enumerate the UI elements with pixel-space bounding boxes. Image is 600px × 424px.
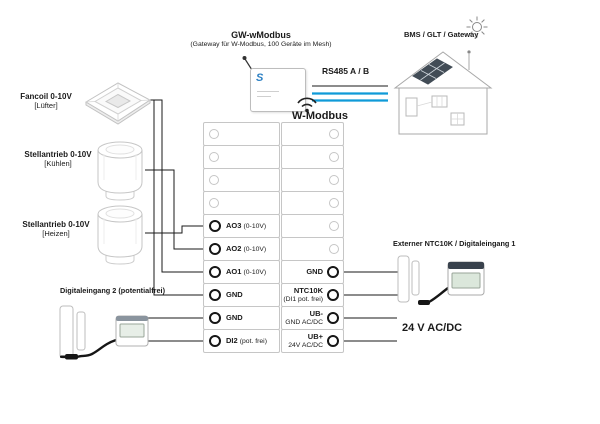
terminal-label: GND bbox=[306, 266, 323, 276]
terminal-screw-icon bbox=[327, 335, 339, 347]
terminal-label: DI2 (pot. frei) bbox=[226, 335, 267, 345]
terminal-row-empty-right-5 bbox=[281, 237, 344, 261]
power-supply-label: 24 V AC/DC bbox=[402, 322, 463, 334]
terminal-screw-icon bbox=[209, 198, 219, 208]
terminal-screw-icon bbox=[209, 152, 219, 162]
terminal-row-empty-right-4 bbox=[281, 214, 344, 238]
device-detail-line bbox=[257, 91, 279, 92]
terminal-screw-icon bbox=[209, 289, 221, 301]
external-sensor-label: Externer NTC10K / Digitaleingang 1 bbox=[393, 239, 516, 248]
terminal-screw-icon bbox=[209, 266, 221, 278]
device-detail-line bbox=[257, 96, 271, 97]
page-subtitle: (Gateway für W-Modbus, 100 Geräte im Mes… bbox=[190, 41, 332, 48]
terminal-row-empty-left-1 bbox=[203, 145, 280, 169]
actuator-cool-label: Stellantrieb 0-10V bbox=[24, 150, 92, 159]
terminal-screw-icon bbox=[329, 129, 339, 139]
terminal-screw-icon bbox=[209, 220, 221, 232]
terminal-screw-icon bbox=[209, 175, 219, 185]
terminal-row-empty-right-0 bbox=[281, 122, 344, 146]
terminal-screw-icon bbox=[327, 312, 339, 324]
actuator-cool-illustration bbox=[97, 141, 143, 201]
terminal-screw-icon bbox=[209, 312, 221, 324]
terminal-label: GND bbox=[226, 289, 243, 299]
digital-input2-label: Digitaleingang 2 (potentialfrei) bbox=[60, 286, 165, 295]
wmodbus-label: W-Modbus bbox=[292, 110, 348, 122]
terminal-row-ao2: AO2 (0-10V) bbox=[203, 237, 280, 261]
terminal-row-empty-right-1 bbox=[281, 145, 344, 169]
actuator-heat-illustration bbox=[97, 205, 143, 265]
terminal-label: UB+24V AC/DC bbox=[288, 331, 323, 349]
external-sensor-illustration bbox=[397, 255, 485, 305]
page-title: GW-wModbus bbox=[231, 30, 291, 40]
terminal-label: AO1 (0-10V) bbox=[226, 266, 267, 276]
terminal-screw-icon bbox=[327, 289, 339, 301]
terminal-label: NTC10K(DI1 pot. frei) bbox=[283, 285, 323, 303]
terminal-label: AO2 (0-10V) bbox=[226, 243, 267, 253]
terminal-screw-icon bbox=[329, 244, 339, 254]
brand-logo: S bbox=[256, 72, 264, 84]
terminal-screw-icon bbox=[327, 266, 339, 278]
terminal-row-gnd: GND bbox=[203, 283, 280, 307]
terminal-screw-icon bbox=[329, 198, 339, 208]
actuator-heat-label: Stellantrieb 0-10V bbox=[22, 220, 90, 229]
rs485-label: RS485 A / B bbox=[322, 66, 370, 76]
bms-label: BMS / GLT / Gateway bbox=[404, 30, 479, 39]
solar-panel bbox=[412, 58, 453, 85]
terminal-screw-icon bbox=[329, 175, 339, 185]
sun-icon bbox=[466, 16, 488, 38]
terminal-label: UB-GND AC/DC bbox=[285, 308, 323, 326]
fancoil-illustration bbox=[85, 82, 151, 125]
terminal-row-empty-left-0 bbox=[203, 122, 280, 146]
terminal-column-right: GND NTC10K(DI1 pot. frei) UB-GND AC/DC UB+2… bbox=[281, 122, 344, 353]
wifi-icon bbox=[297, 97, 317, 113]
terminal-screw-icon bbox=[209, 335, 221, 347]
terminal-row-ubminus: UB-GND AC/DC bbox=[281, 306, 344, 330]
bms-building-illustration bbox=[393, 16, 493, 135]
terminal-row-empty-right-3 bbox=[281, 191, 344, 215]
terminal-label: GND bbox=[226, 312, 243, 322]
terminal-row-gnd: GND bbox=[281, 260, 344, 284]
terminal-row-ubplus: UB+24V AC/DC bbox=[281, 329, 344, 353]
fancoil-type: [Lüfter] bbox=[34, 101, 58, 110]
terminal-row-gnd: GND bbox=[203, 306, 280, 330]
terminal-screw-icon bbox=[209, 129, 219, 139]
terminal-screw-icon bbox=[329, 152, 339, 162]
fancoil-label: Fancoil 0-10V bbox=[20, 92, 72, 101]
terminal-row-di2: DI2 (pot. frei) bbox=[203, 329, 280, 353]
terminal-row-empty-right-2 bbox=[281, 168, 344, 192]
terminal-screw-icon bbox=[209, 243, 221, 255]
gateway-device: S bbox=[250, 68, 306, 112]
terminal-row-ao1: AO1 (0-10V) bbox=[203, 260, 280, 284]
terminal-row-empty-left-2 bbox=[203, 168, 280, 192]
actuator-cool-type: [Kühlen] bbox=[44, 159, 72, 168]
door-contact-illustration bbox=[59, 305, 149, 360]
terminal-screw-icon bbox=[329, 221, 339, 231]
terminal-row-ao3: AO3 (0-10V) bbox=[203, 214, 280, 238]
terminal-label: AO3 (0-10V) bbox=[226, 220, 267, 230]
actuator-heat-type: [Heizen] bbox=[42, 229, 70, 238]
terminal-row-empty-left-3 bbox=[203, 191, 280, 215]
terminal-row-ntc10k: NTC10K(DI1 pot. frei) bbox=[281, 283, 344, 307]
terminal-column-left: AO3 (0-10V) AO2 (0-10V) AO1 (0-10V) GND GND D… bbox=[203, 122, 280, 353]
